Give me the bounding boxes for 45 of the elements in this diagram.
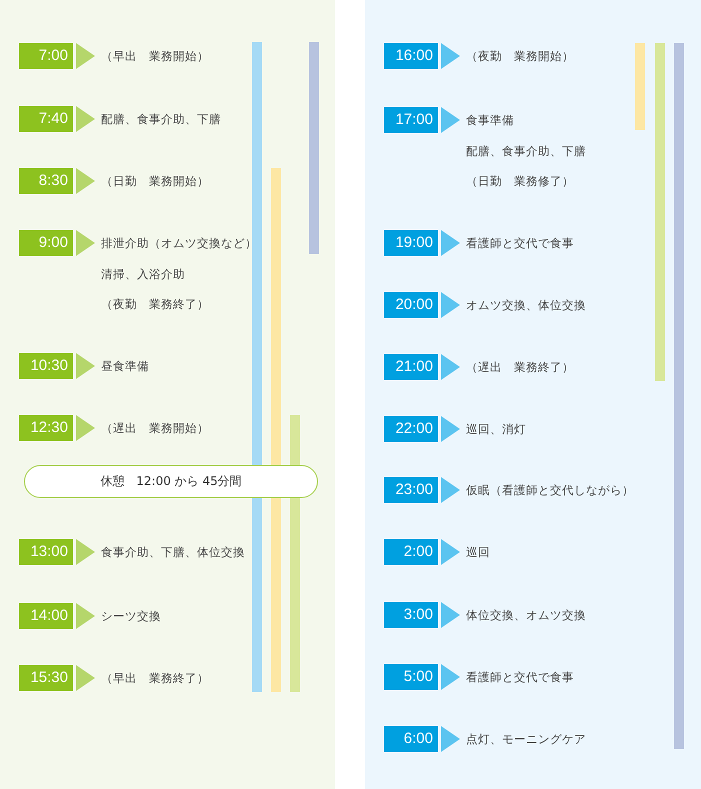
time-box: 6:00 [384, 726, 438, 752]
activity-text: （日勤 業務開始） [101, 174, 209, 188]
time-box: 2:00 [384, 539, 438, 565]
time-box: 19:00 [384, 230, 438, 256]
activity-text: （日勤 業務修了） [466, 174, 574, 188]
activity-text: （夜勤 業務終了） [101, 297, 209, 311]
time-box: 17:00 [384, 107, 438, 133]
time-box: 12:30 [19, 415, 73, 441]
activity-text: 配膳、食事介助、下膳 [466, 144, 586, 158]
activity-text: 点灯、モーニングケア [466, 732, 586, 746]
time-box: 22:00 [384, 416, 438, 442]
activity-text: 清掃、入浴介助 [101, 266, 185, 280]
activity-text: 食事準備 [466, 113, 514, 127]
activity-text: （夜勤 業務開始） [466, 49, 574, 63]
activity-text: オムツ交換、体位交換 [466, 298, 586, 312]
time-box: 7:00 [19, 43, 73, 69]
time-box: 20:00 [384, 292, 438, 318]
activity-text: （遅出 業務開始） [101, 421, 209, 435]
time-box: 15:30 [19, 665, 73, 691]
time-box: 5:00 [384, 664, 438, 690]
time-box: 10:30 [19, 353, 73, 379]
activity-text: （早出 業務開始） [101, 49, 209, 63]
activity-text: 巡回 [466, 545, 490, 559]
activity-text: 昼食準備 [101, 359, 149, 373]
break-pill: 休憩 12:00 から 45分間 [24, 464, 318, 498]
time-box: 21:00 [384, 354, 438, 380]
time-box: 23:00 [384, 477, 438, 503]
activity-text: 巡回、消灯 [466, 422, 526, 436]
activity-text: 仮眠（看護師と交代しながら） [466, 483, 634, 497]
activity-text: 看護師と交代で食事 [466, 236, 574, 250]
activity-text: 体位交換、オムツ交換 [466, 608, 586, 622]
time-box: 9:00 [19, 230, 73, 256]
activity-text: 排泄介助（オムツ交換など） [101, 236, 257, 250]
time-box: 8:30 [19, 168, 73, 194]
time-box: 3:00 [384, 602, 438, 628]
activity-text: 看護師と交代で食事 [466, 670, 574, 684]
time-box: 16:00 [384, 43, 438, 69]
time-box: 7:40 [19, 106, 73, 132]
activity-text: シーツ交換 [101, 609, 161, 623]
time-box: 14:00 [19, 603, 73, 629]
activity-text: 食事介助、下膳、体位交換 [101, 545, 245, 559]
activity-text: （遅出 業務終了） [466, 360, 574, 374]
activity-text: （早出 業務終了） [101, 671, 209, 685]
time-box: 13:00 [19, 539, 73, 565]
activity-text: 配膳、食事介助、下膳 [101, 112, 221, 126]
